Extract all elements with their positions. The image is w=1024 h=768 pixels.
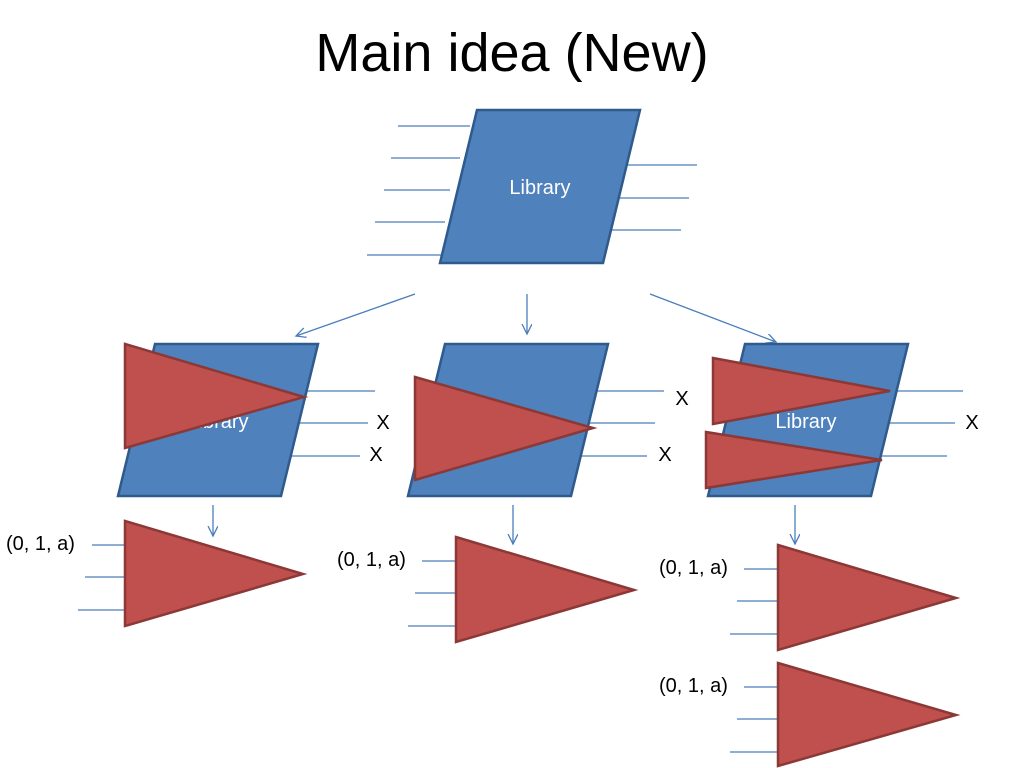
middle-output-marker-1: X	[675, 388, 688, 410]
top-library-shape	[438, 108, 642, 265]
right-result-2-input-label: (0, 1, a)	[659, 675, 728, 697]
arrow-right	[649, 293, 776, 342]
arrow-left	[296, 293, 416, 336]
left-result-gate: (0, 1, a)	[6, 519, 308, 628]
top-library: Library	[367, 108, 697, 265]
right-library-gate-1	[711, 356, 891, 426]
top-library-input-wires	[367, 125, 470, 256]
left-output-marker-2: X	[369, 444, 382, 466]
right-library-gate-2	[704, 430, 883, 490]
left-library-gate	[123, 342, 309, 450]
middle-result-input-label: (0, 1, a)	[337, 549, 406, 571]
down-arrows	[213, 505, 795, 544]
middle-library-gate	[413, 375, 598, 482]
right-result-gate-2: (0, 1, a)	[659, 661, 961, 768]
top-library-output-wires	[610, 164, 697, 231]
right-result-gate-2-shape	[776, 661, 961, 768]
branch-arrows	[296, 293, 776, 342]
middle-output-marker-2: X	[658, 444, 671, 466]
middle-result-gate: (0, 1, a)	[337, 535, 639, 644]
left-output-marker-1: X	[376, 412, 389, 434]
right-library: Library X	[704, 342, 979, 498]
right-result-1-input-label: (0, 1, a)	[659, 557, 728, 579]
left-library: Library X X	[116, 342, 390, 498]
right-result-gate-1-shape	[776, 543, 961, 652]
left-result-input-label: (0, 1, a)	[6, 533, 75, 555]
left-result-gate-shape	[123, 519, 308, 628]
slide-title: Main idea (New)	[315, 23, 709, 83]
right-library-label: Library	[775, 411, 836, 433]
middle-library: X X	[406, 342, 689, 498]
right-result-gate-1: (0, 1, a)	[659, 543, 961, 652]
middle-result-gate-shape	[454, 535, 639, 644]
right-output-marker: X	[965, 412, 978, 434]
top-library-label: Library	[509, 177, 570, 199]
